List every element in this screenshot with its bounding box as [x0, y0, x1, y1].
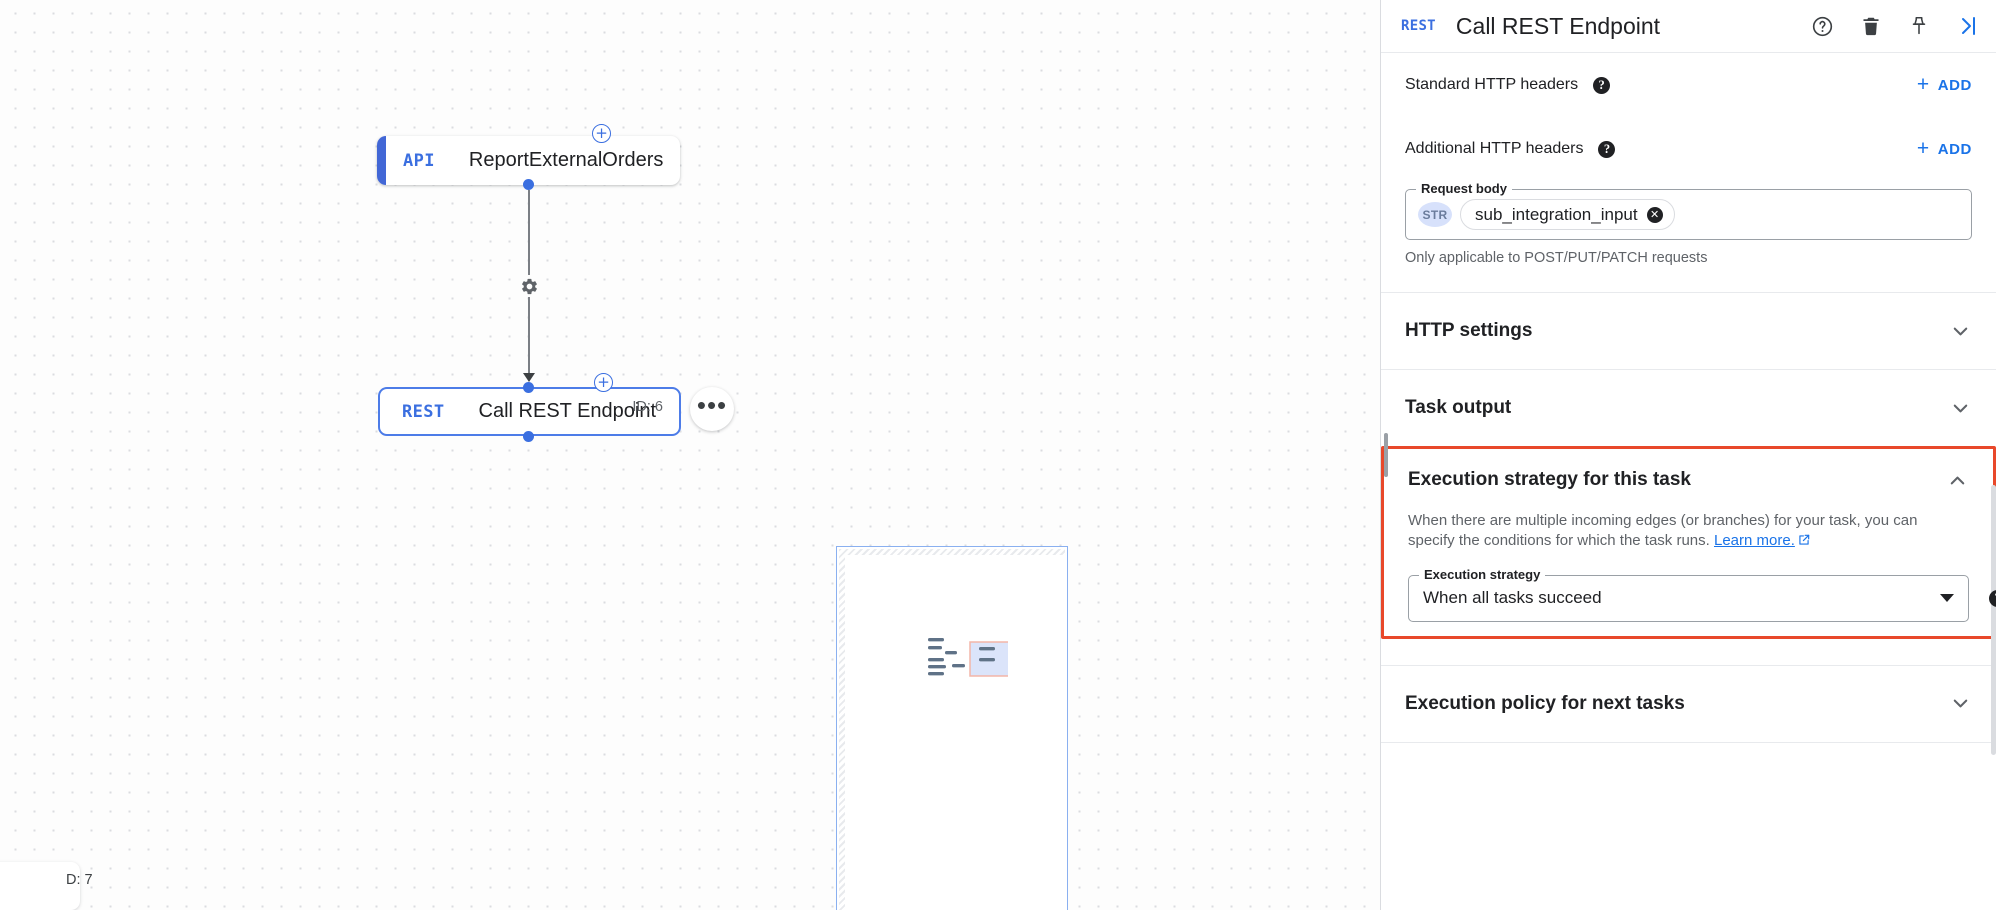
external-link-icon[interactable] — [1797, 533, 1811, 553]
workflow-node-api[interactable]: API ReportExternalOrders — [377, 136, 680, 185]
remove-chip-icon[interactable]: ✕ — [1646, 206, 1663, 223]
add-additional-header-button[interactable]: + ADD — [1916, 137, 1972, 160]
pin-icon[interactable] — [1908, 15, 1930, 37]
standard-http-headers-row: Standard HTTP headers ? + ADD — [1381, 53, 1996, 117]
variable-chip-label: sub_integration_input — [1475, 204, 1638, 224]
node-id-label: ID: 6 — [632, 399, 663, 415]
execution-strategy-select[interactable]: Execution strategy When all tasks succee… — [1408, 566, 1996, 622]
variable-chip[interactable]: sub_integration_input ✕ — [1460, 199, 1675, 230]
standard-http-headers-label: Standard HTTP headers — [1405, 76, 1579, 93]
description-line-1: When there are multiple incoming edges (… — [1408, 512, 1861, 529]
plus-icon: + — [1916, 73, 1930, 96]
section-title: Execution strategy for this task — [1408, 469, 1691, 490]
node-title: Call REST Endpoint — [478, 400, 657, 422]
plus-circle-icon[interactable]: + — [592, 124, 611, 143]
execution-strategy-description: When there are multiple incoming edges (… — [1384, 511, 1944, 553]
divider — [1381, 369, 1996, 370]
help-icon[interactable]: ? — [1598, 140, 1616, 158]
section-execution-strategy[interactable]: Execution strategy for this task — [1384, 449, 1993, 511]
panel-type-badge: REST — [1401, 18, 1436, 34]
plus-circle-icon[interactable]: + — [594, 373, 613, 392]
chevron-up-icon[interactable] — [1946, 469, 1969, 492]
execution-strategy-value: When all tasks succeed — [1423, 588, 1602, 608]
page-title: Call REST Endpoint — [1455, 12, 1661, 39]
workflow-node-rest[interactable]: REST Call REST Endpoint ID: 6 — [378, 387, 681, 436]
panel-header: REST Call REST Endpoint — [1381, 0, 1996, 53]
node-more-options-button[interactable]: ••• — [690, 387, 734, 431]
edge-arrowhead — [523, 373, 535, 382]
divider — [1381, 292, 1996, 293]
node-type-badge: API — [403, 150, 435, 171]
section-title: Task output — [1405, 397, 1512, 418]
variable-type-badge: STR — [1418, 202, 1452, 227]
panel-header-actions — [1811, 14, 1980, 38]
node-accent-bar — [377, 136, 386, 185]
node-id-label: D: 7 — [66, 872, 93, 888]
node-output-port[interactable] — [523, 179, 534, 190]
section-title: Execution policy for next tasks — [1405, 692, 1685, 714]
add-label: ADD — [1937, 76, 1972, 94]
chevron-down-icon[interactable] — [1949, 320, 1972, 343]
node-type-badge: REST — [402, 401, 445, 422]
help-icon[interactable]: ? — [1989, 589, 1996, 607]
learn-more-link[interactable]: Learn more. — [1714, 531, 1795, 549]
section-scroll-indicator — [1384, 433, 1388, 477]
workflow-node-partial[interactable] — [0, 862, 80, 910]
section-http-settings[interactable]: HTTP settings — [1381, 293, 1996, 369]
request-body-field[interactable]: Request body STR sub_integration_input ✕ — [1405, 181, 1972, 240]
divider — [1381, 741, 1996, 743]
trash-icon[interactable] — [1860, 15, 1882, 37]
section-execution-policy[interactable]: Execution policy for next tasks — [1381, 666, 1996, 742]
help-icon[interactable]: ? — [1593, 76, 1611, 94]
node-title: ReportExternalOrders — [468, 149, 664, 171]
add-standard-header-button[interactable]: + ADD — [1916, 73, 1972, 96]
description-line-2: you can specify the conditions for which… — [1408, 512, 1918, 549]
data-mapping-icon — [928, 636, 1013, 687]
collapse-panel-icon[interactable] — [1956, 14, 1980, 38]
chevron-down-icon[interactable] — [1940, 594, 1954, 603]
help-circle-icon[interactable] — [1811, 15, 1834, 38]
panel-scrollbar[interactable] — [1991, 485, 1996, 755]
node-input-port[interactable] — [523, 382, 534, 393]
additional-http-headers-label: Additional HTTP headers — [1405, 140, 1584, 157]
execution-strategy-legend: Execution strategy — [1419, 566, 1546, 582]
workflow-canvas[interactable]: API ReportExternalOrders + REST Call RES… — [0, 0, 1380, 910]
add-label: ADD — [1937, 140, 1972, 158]
chevron-down-icon[interactable] — [1949, 692, 1972, 715]
request-body-legend: Request body — [1416, 181, 1512, 196]
divider — [1381, 664, 1996, 666]
canvas-ghost-card — [836, 546, 1068, 910]
request-body-hint: Only applicable to POST/PUT/PATCH reques… — [1405, 250, 1708, 266]
gear-icon[interactable] — [518, 275, 540, 297]
chevron-down-icon[interactable] — [1949, 397, 1972, 420]
plus-icon: + — [1916, 137, 1930, 160]
panel-scroll-body[interactable]: Standard HTTP headers ? + ADD Additional… — [1381, 53, 1996, 910]
execution-strategy-highlight: Execution strategy for this task When th… — [1381, 446, 1996, 639]
node-output-port[interactable] — [523, 431, 534, 442]
section-task-output[interactable]: Task output — [1381, 370, 1996, 446]
additional-http-headers-row: Additional HTTP headers ? + ADD — [1381, 117, 1996, 181]
section-title: HTTP settings — [1405, 320, 1533, 341]
task-config-panel: REST Call REST Endpoint — [1380, 0, 1996, 910]
